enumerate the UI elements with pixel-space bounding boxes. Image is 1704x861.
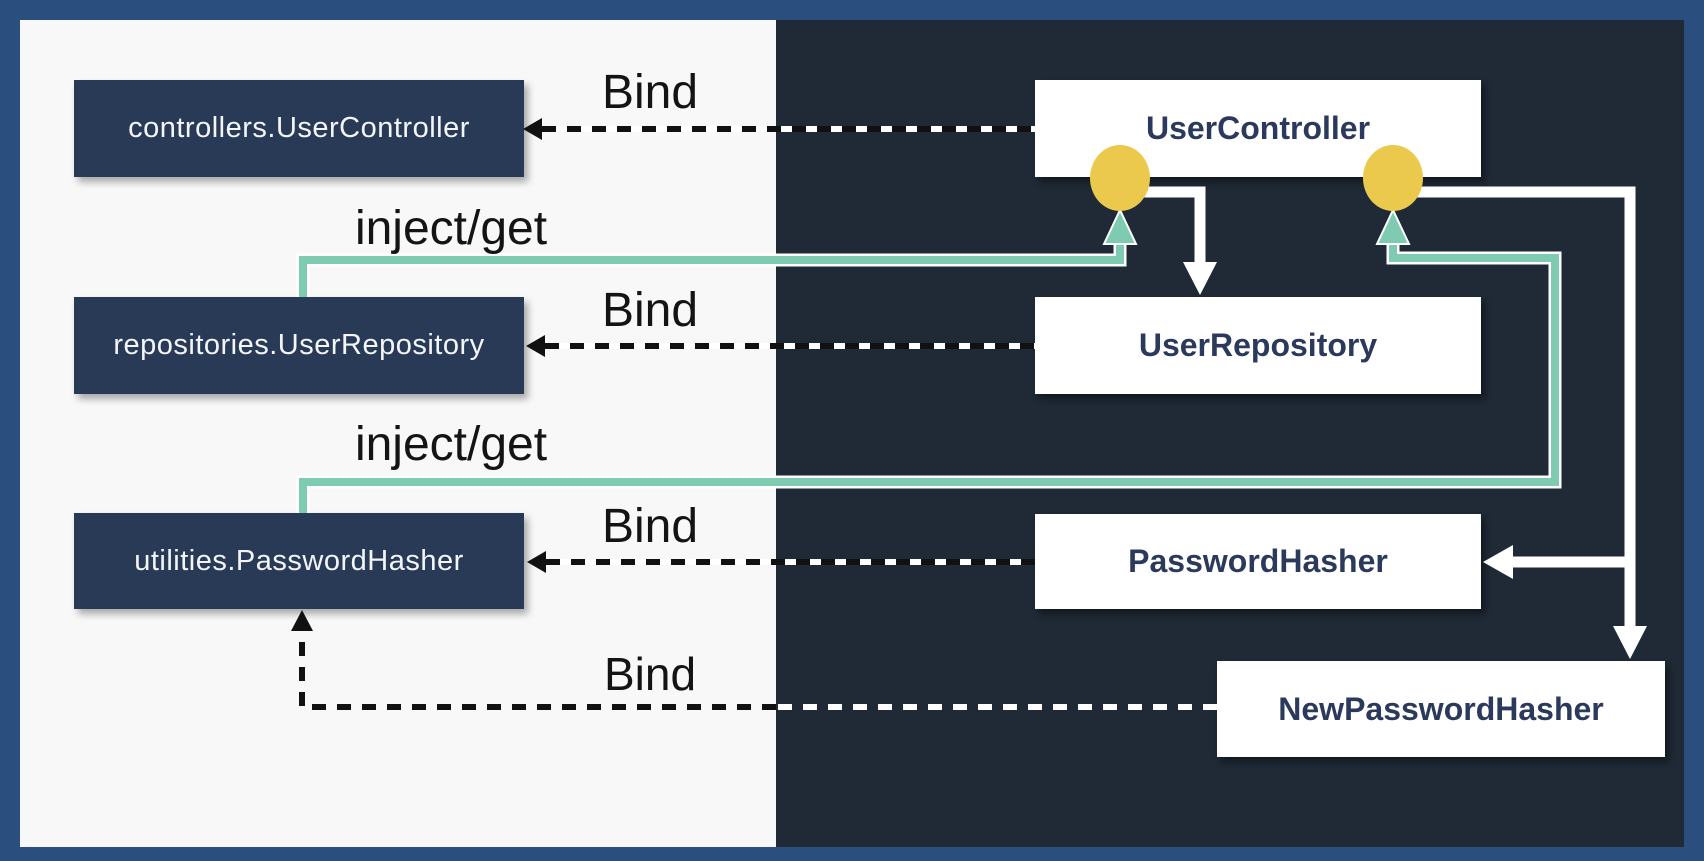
class-box-newpasswordhasher: NewPasswordHasher bbox=[1217, 661, 1665, 757]
container-box-userrepository-label: repositories.UserRepository bbox=[113, 329, 485, 361]
bind-label-2: Bind bbox=[601, 284, 699, 337]
container-box-usercontroller-label: controllers.UserController bbox=[128, 112, 470, 144]
class-box-newpasswordhasher-label: NewPasswordHasher bbox=[1278, 690, 1604, 727]
class-box-userrepository: UserRepository bbox=[1035, 297, 1481, 394]
class-box-passwordhasher: PasswordHasher bbox=[1035, 514, 1481, 609]
inject-get-label-1: inject/get bbox=[354, 202, 548, 255]
class-box-userrepository-label: UserRepository bbox=[1138, 327, 1378, 363]
bind-label-1: Bind bbox=[601, 66, 699, 119]
bind-label-4: Bind bbox=[603, 648, 697, 700]
container-box-passwordhasher-label: utilities.PasswordHasher bbox=[134, 544, 464, 577]
class-box-passwordhasher-label: PasswordHasher bbox=[1128, 543, 1388, 579]
inject-get-label-2: inject/get bbox=[354, 418, 548, 471]
class-box-usercontroller: UserController bbox=[1035, 80, 1481, 177]
container-box-userrepository: repositories.UserRepository bbox=[74, 297, 524, 394]
class-box-usercontroller-label: UserController bbox=[1145, 110, 1371, 146]
container-box-usercontroller: controllers.UserController bbox=[74, 80, 524, 177]
bind-label-3: Bind bbox=[601, 500, 699, 553]
container-box-passwordhasher: utilities.PasswordHasher bbox=[74, 513, 524, 609]
